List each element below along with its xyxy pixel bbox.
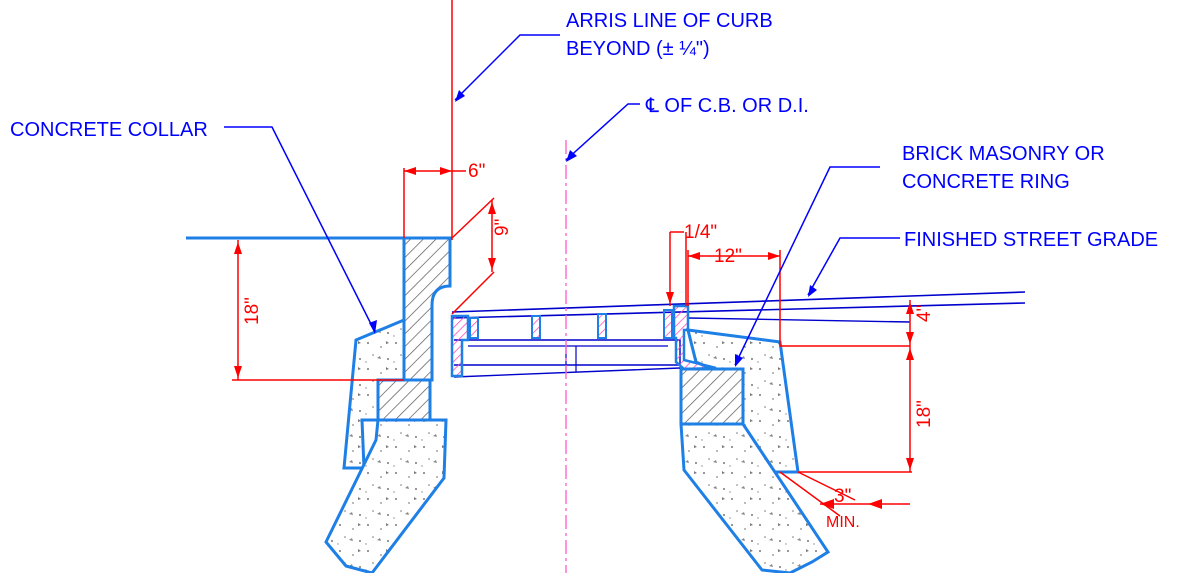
grate-bar [597, 313, 607, 339]
frame-left [450, 314, 470, 378]
dim-frame-gap: 1/4" [684, 222, 717, 243]
basin-wall-right [679, 422, 831, 573]
dim-curb-drop: 9" [492, 219, 513, 236]
grade-line-3 [687, 317, 911, 323]
brick-masonry-label-1: BRICK MASONRY OR [902, 143, 1105, 165]
callout-leaders [224, 34, 900, 366]
brick-ring-right [679, 367, 745, 426]
frame-right [672, 304, 717, 371]
dim-min-label: MIN. [826, 514, 860, 531]
brick-masonry-label-2: CONCRETE RING [902, 171, 1070, 193]
structure [186, 236, 831, 573]
dim-slope-drop: 4" [914, 305, 935, 322]
grade-line-1 [451, 291, 1026, 313]
finished-grade-label: FINISHED STREET GRADE [904, 229, 1158, 251]
callout-arrows [369, 90, 817, 367]
grate-bar [531, 315, 541, 339]
dim-ring-width: 12" [714, 246, 742, 267]
grate-body [454, 339, 681, 366]
curb [402, 236, 452, 382]
dim-collar-depth-left: 18" [242, 297, 263, 325]
grate-bar [469, 317, 479, 339]
dimension-arrows [234, 167, 914, 509]
grade-line-2 [451, 302, 1026, 319]
grate-bar [663, 309, 673, 339]
centerline-label: ℄ OF C.B. OR D.I. [645, 95, 809, 117]
dimension-lines [232, 0, 912, 517]
dim-collar-depth-right: 18" [914, 400, 935, 428]
arris-line-label-1: ARRIS LINE OF CURB [566, 10, 773, 32]
concrete-collar-label: CONCRETE COLLAR [10, 119, 208, 141]
basin-wall-left [324, 418, 448, 573]
dim-min-offset: 3" [834, 486, 851, 507]
brick-ring-left [376, 378, 432, 422]
arris-line-label-2: BEYOND (± ¼") [566, 38, 710, 60]
dim-curb-offset: 6" [468, 161, 485, 182]
